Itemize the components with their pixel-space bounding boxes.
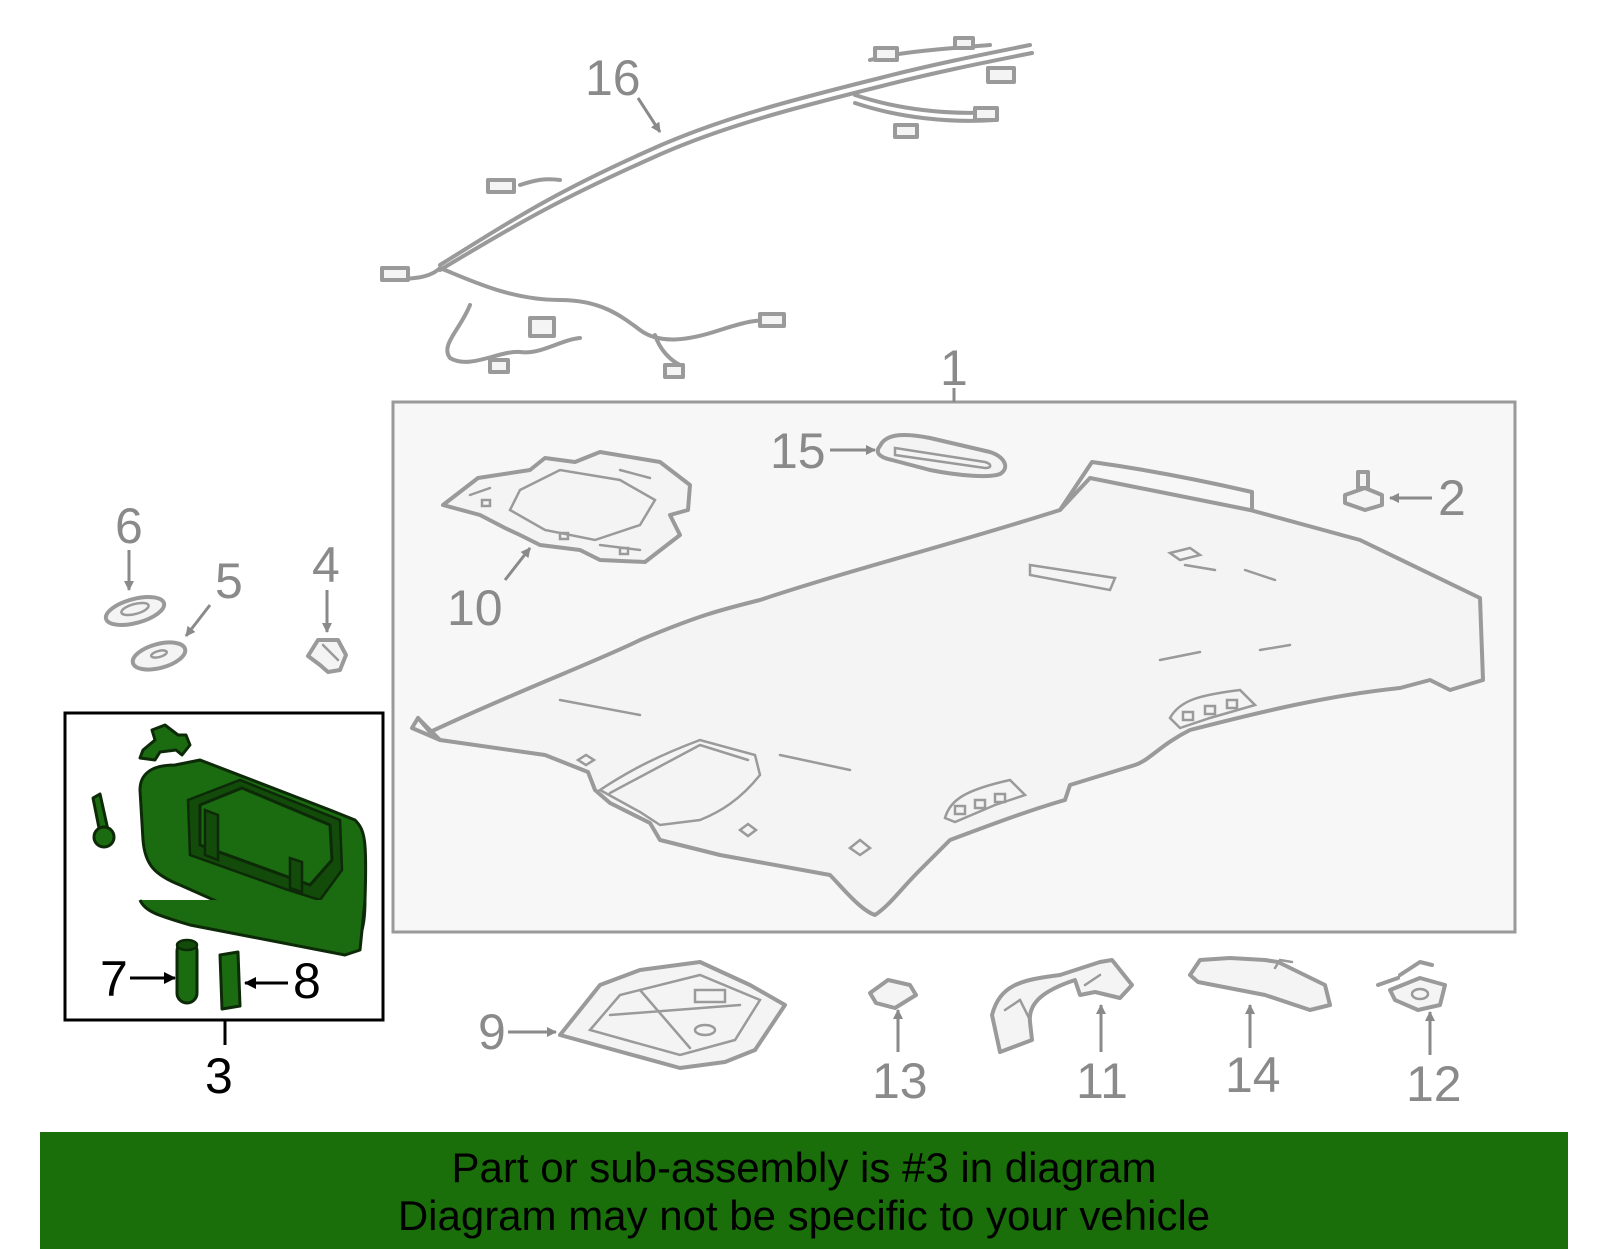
washer-6 [103, 595, 167, 627]
callout-14: 14 [1225, 1047, 1281, 1103]
grab-handle-11 [990, 958, 1134, 1054]
lamp-14 [1188, 956, 1332, 1012]
callout-4: 4 [312, 537, 340, 593]
callout-8: 8 [293, 953, 321, 1009]
bracket-12 [1376, 960, 1447, 1012]
label-8 [218, 950, 242, 1011]
headliner-1 [410, 460, 1485, 917]
callout-13: 13 [872, 1053, 928, 1109]
callout-16: 16 [585, 50, 641, 106]
callout-3: 3 [205, 1048, 233, 1104]
retainer-4 [306, 638, 348, 674]
callout-11: 11 [1076, 1053, 1128, 1109]
callout-1: 1 [940, 340, 968, 396]
leader-10 [503, 547, 532, 581]
clip-2 [1343, 470, 1384, 512]
sun-visor-3 [138, 723, 368, 957]
wiring-harness-16 [380, 36, 1034, 379]
callout-9: 9 [478, 1004, 506, 1060]
callout-7: 7 [100, 951, 128, 1007]
spacer-7 [175, 938, 199, 1005]
leader-16 [636, 97, 662, 133]
callout-2: 2 [1438, 470, 1466, 526]
footer-banner: Part or sub-assembly is #3 in diagram Di… [40, 1132, 1568, 1249]
cover-13 [868, 978, 918, 1010]
callout-12: 12 [1406, 1056, 1462, 1112]
callout-10: 10 [447, 580, 503, 636]
callout-5: 5 [215, 553, 243, 609]
footer-line-1: Part or sub-assembly is #3 in diagram [451, 1144, 1157, 1191]
screw [91, 792, 116, 849]
callout-6: 6 [115, 498, 143, 554]
footer-line-2: Diagram may not be specific to your vehi… [397, 1192, 1211, 1239]
cap-5 [130, 640, 188, 672]
overhead-console-9 [558, 960, 787, 1070]
leader-5 [184, 604, 212, 637]
dome-lamp-lens-15 [875, 432, 1008, 479]
console-bracket-10 [441, 450, 692, 564]
callout-15: 15 [770, 423, 826, 479]
